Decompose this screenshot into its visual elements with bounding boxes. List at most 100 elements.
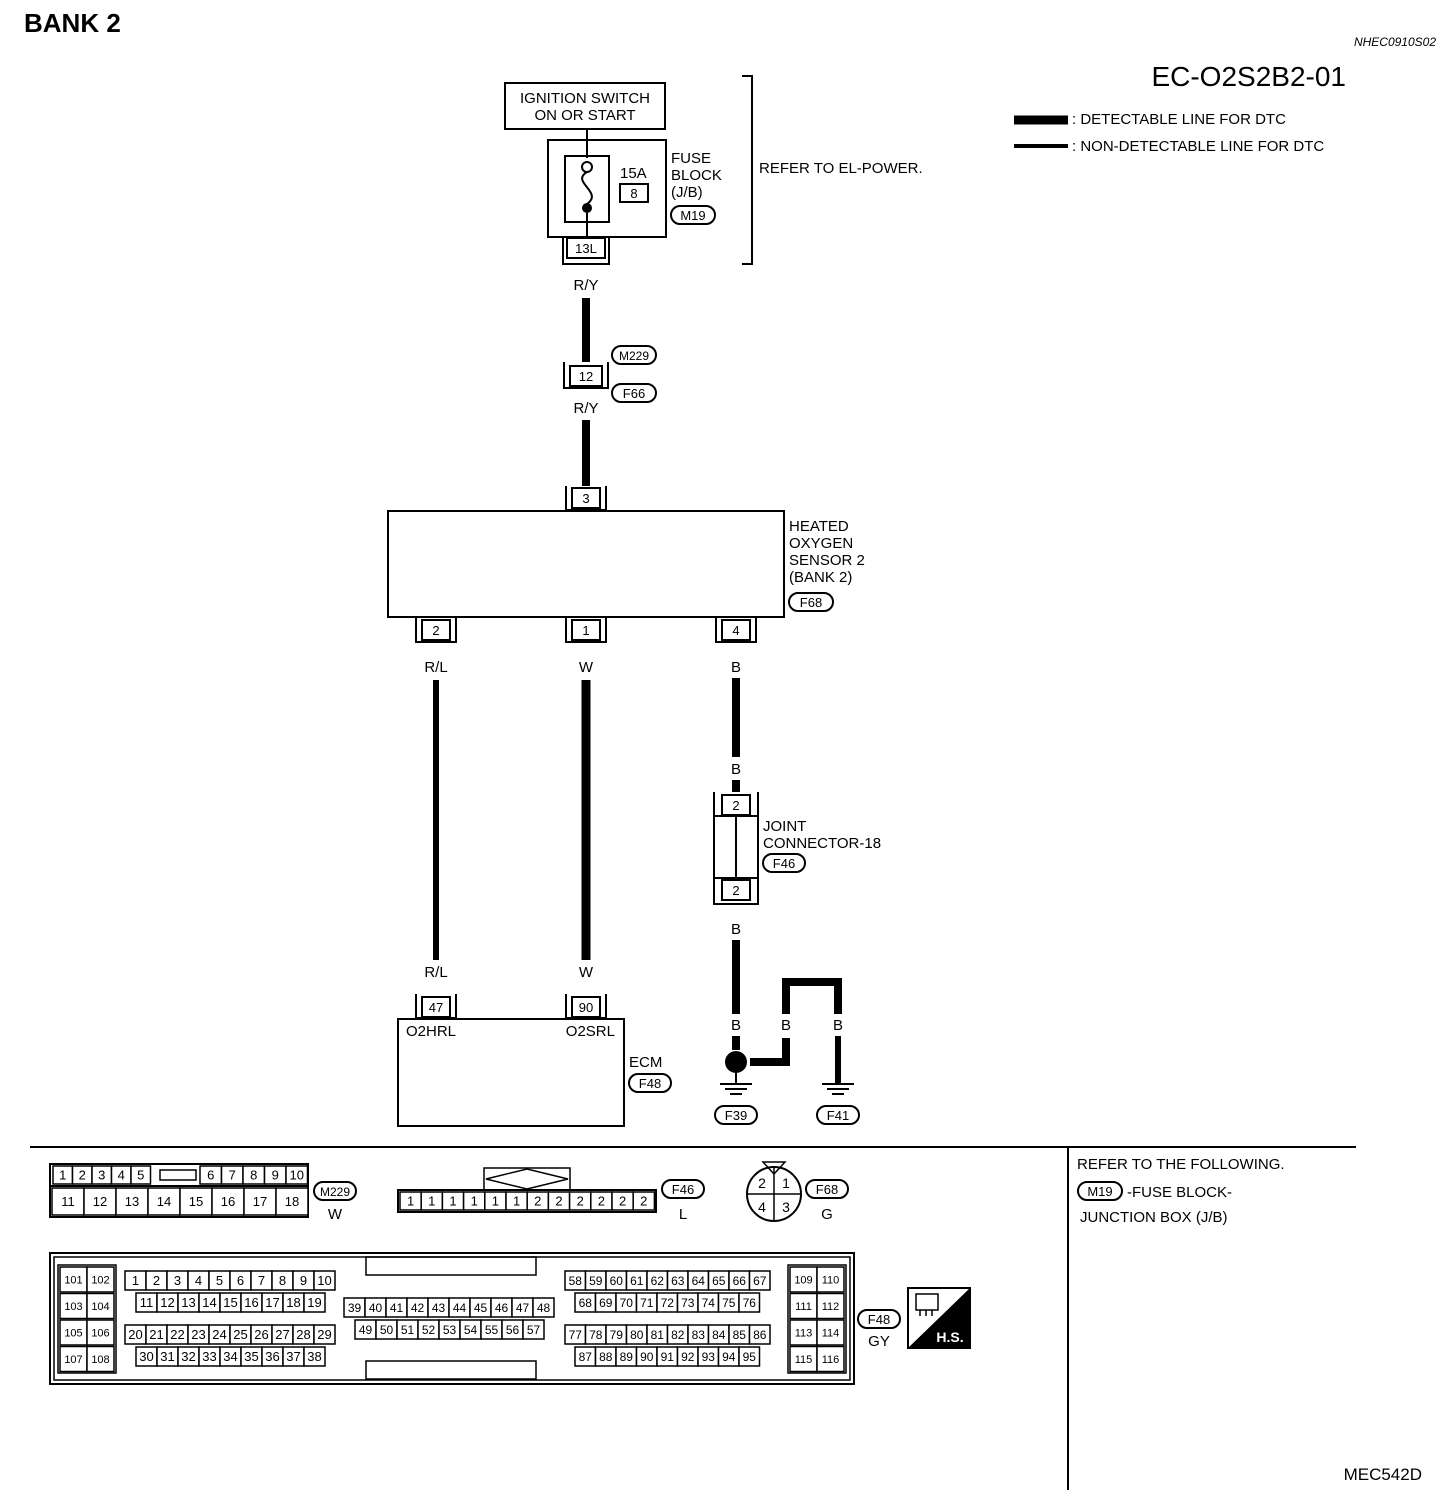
- f48-right-pin: 109: [794, 1274, 812, 1286]
- legend-non-detectable: : NON-DETECTABLE LINE FOR DTC: [1072, 138, 1324, 155]
- ground-tag-f41: [816, 1105, 860, 1125]
- f48-q2-pin: 73: [681, 1296, 695, 1310]
- svg-text:4: 4: [732, 623, 739, 638]
- f48-m2-pin: 49: [359, 1323, 373, 1337]
- f48-right-cell: [816, 1345, 845, 1373]
- legend-detectable: : DETECTABLE LINE FOR DTC: [1072, 111, 1286, 128]
- el-power-bracket: [742, 75, 753, 265]
- connector-view-tag-m229: [313, 1181, 357, 1201]
- f48-r1-pin: 5: [216, 1273, 223, 1288]
- f48-q3-pin: 79: [610, 1328, 624, 1342]
- f48-r2-pin: 12: [160, 1295, 174, 1310]
- f48-right-pin: 115: [795, 1354, 813, 1366]
- svg-text:12: 12: [579, 369, 593, 384]
- f48-m2-pin: 53: [443, 1323, 457, 1337]
- connector-view-tag-f48: [857, 1309, 901, 1329]
- joint-label-1: JOINT: [763, 818, 806, 835]
- f48-right-cell: [789, 1319, 818, 1346]
- m229-row2-cell: [51, 1187, 85, 1216]
- f48-m2-cell: [522, 1319, 545, 1340]
- sensor-pin-1: [571, 619, 601, 641]
- f48-q4-pin: 93: [702, 1350, 716, 1364]
- f48-m2-pin: 50: [380, 1323, 394, 1337]
- sensor-label-3: SENSOR 2: [789, 552, 865, 569]
- f48-m1-pin: 47: [516, 1301, 530, 1315]
- code-ref: NHEC0910S02: [1354, 35, 1436, 49]
- sensor-pin-3: [571, 487, 601, 509]
- f48-r2-pin: 19: [307, 1295, 321, 1310]
- f48-r3-pin: 20: [128, 1327, 142, 1342]
- f48-left-cell: [59, 1319, 88, 1346]
- ecm-label: ECM: [629, 1054, 662, 1071]
- f48-q1-pin: 60: [610, 1274, 624, 1288]
- f48-r3-pin: 24: [212, 1327, 226, 1342]
- connector-tag-f68: [788, 592, 834, 612]
- m229-row1-pin: 3: [98, 1168, 105, 1183]
- refer-el-power: REFER TO EL-POWER.: [759, 160, 923, 177]
- f48-left-cell: [86, 1345, 115, 1373]
- f48-r4-pin: 31: [160, 1349, 174, 1364]
- f48-r4-pin: 38: [307, 1349, 321, 1364]
- f46-pin: 2: [534, 1194, 541, 1209]
- f48-right-pin: 112: [822, 1301, 840, 1313]
- m229-row2-pin: 18: [285, 1194, 299, 1209]
- f48-r3-cell: [313, 1324, 336, 1345]
- ground-tag-f39: [714, 1105, 758, 1125]
- wire-label-rl-1: R/L: [424, 659, 447, 676]
- f46-pin: 2: [598, 1194, 605, 1209]
- svg-text:F68: F68: [800, 595, 822, 610]
- f48-q2-pin: 76: [743, 1296, 757, 1310]
- f48-r4-pin: 34: [223, 1349, 237, 1364]
- f48-q3-pin: 80: [630, 1328, 644, 1342]
- f48-right-cell: [816, 1319, 845, 1346]
- f48-q2-pin: 70: [620, 1296, 634, 1310]
- f48-q3-pin: 78: [589, 1328, 603, 1342]
- f48-q4-pin: 91: [661, 1350, 675, 1364]
- svg-text:2: 2: [732, 883, 739, 898]
- f48-q1-pin: 64: [692, 1274, 706, 1288]
- footer-code: MEC542D: [1344, 1465, 1422, 1484]
- f48-right-pin: 116: [822, 1354, 840, 1366]
- f48-r4-pin: 33: [202, 1349, 216, 1364]
- f46-pin: 2: [577, 1194, 584, 1209]
- f48-q4-cell: [738, 1346, 761, 1367]
- section-title: BANK 2: [24, 8, 121, 38]
- connector-view-tag-f68: [805, 1179, 849, 1199]
- f48-r2-pin: 17: [265, 1295, 279, 1310]
- svg-text:F46: F46: [773, 856, 795, 871]
- f68-pin: 4: [758, 1199, 766, 1215]
- f68-pin: 3: [782, 1199, 790, 1215]
- f48-q1-pin: 63: [671, 1274, 685, 1288]
- f48-left-pin: 102: [91, 1274, 109, 1286]
- wire-label-ry-2: R/Y: [573, 400, 598, 417]
- f48-q3-pin: 84: [712, 1328, 726, 1342]
- ignition-switch-box: [504, 82, 666, 130]
- f48-r1-pin: 1: [132, 1273, 139, 1288]
- m229-row2-cell: [83, 1187, 117, 1216]
- f48-q3-pin: 85: [733, 1328, 747, 1342]
- m229-row2-pin: 16: [221, 1194, 235, 1209]
- wire-label-w-2: W: [579, 964, 594, 981]
- ecm-signal-o2hrl: O2HRL: [406, 1023, 456, 1040]
- f48-r3-pin: 23: [191, 1327, 205, 1342]
- f48-q1-pin: 61: [630, 1274, 644, 1288]
- f48-right-pin: 114: [822, 1327, 840, 1339]
- f48-q1-pin: 67: [753, 1274, 767, 1288]
- f48-q1-pin: 59: [589, 1274, 603, 1288]
- f48-m2-pin: 55: [485, 1323, 499, 1337]
- f48-m1-pin: 42: [411, 1301, 425, 1315]
- f48-r1-pin: 10: [317, 1273, 331, 1288]
- wire-label-ry-1: R/Y: [573, 277, 598, 294]
- svg-text:F48: F48: [868, 1312, 890, 1327]
- wire-label-b-6: B: [833, 1017, 843, 1034]
- m229-row1-pin: 9: [272, 1168, 279, 1183]
- f48-q1-cell: [748, 1270, 771, 1291]
- f48-right-pin: 111: [795, 1301, 812, 1313]
- svg-text:90: 90: [579, 1000, 593, 1015]
- hs-icon: H.S.: [907, 1287, 971, 1349]
- f48-q3-pin: 81: [651, 1328, 665, 1342]
- f48-r3-pin: 27: [275, 1327, 289, 1342]
